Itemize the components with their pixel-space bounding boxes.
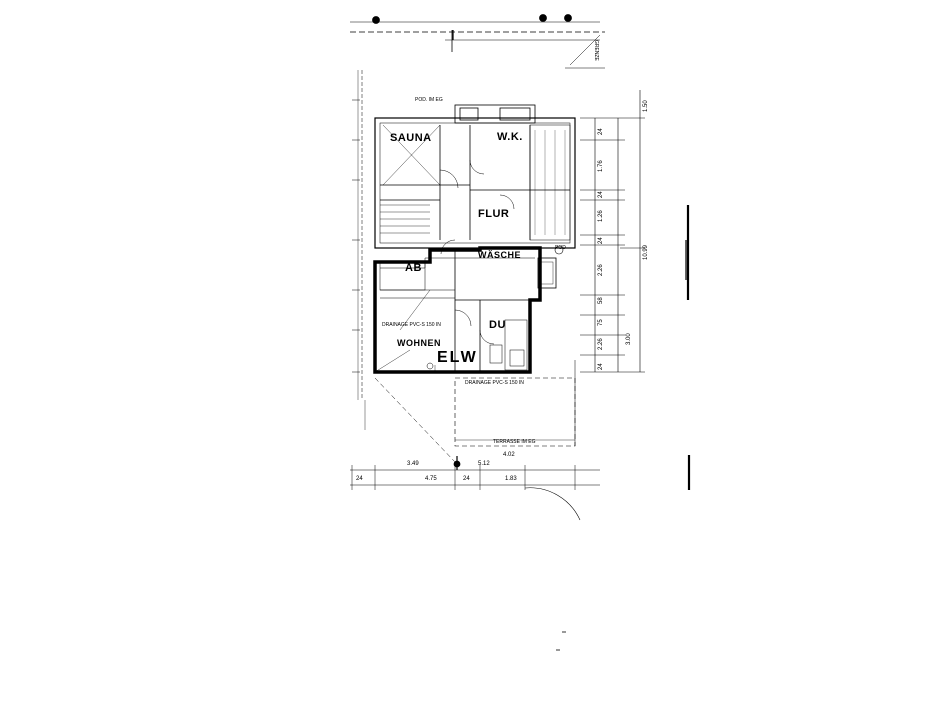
dim-right-8: 75 [598,319,604,326]
dim-overall-1: 1.50 [643,100,649,112]
room-label-ab: AB [405,262,422,274]
dim-right-2: 1.76 [598,160,604,172]
dim-right-6: 2.26 [598,264,604,276]
dim-right-3: 24 [598,191,604,198]
dim-bottom-1: 24 [356,476,363,482]
room-label-du: DU [489,319,506,331]
dim-right-1: 24 [598,128,604,135]
dim-right-10: 24 [598,363,604,370]
room-label-flur: FLUR [478,208,510,220]
dim-right-7: 58 [598,297,604,304]
dim-bottom-7: 4.02 [503,452,515,458]
dim-bottom-2: 4.75 [425,476,437,482]
room-label-elw: ELW [437,349,478,366]
label-terrasse: TERRASSE IM EG [493,439,536,445]
room-label-sauna: SAUNA [390,132,432,144]
label-drainage-top: DRAINAGE PVC-S 150 IN [382,322,441,328]
dim-bottom-6: 5.12 [478,461,490,467]
dim-right-5: 24 [598,237,604,244]
label-drainage-bottom: DRAINAGE PVC-S 150 IN [465,380,524,386]
dim-right-9: 2.26 [598,338,604,350]
room-label-wk: W.K. [497,131,523,143]
label-grenze: GRENZE [593,40,599,61]
room-label-waesche: WÄSCHE [478,250,521,260]
dim-overall-2: 10.99 [643,244,649,260]
dim-overall-3: 3.00 [626,333,632,345]
dim-bottom-5: 3.49 [407,461,419,467]
label-pod: POD [555,245,566,251]
dim-bottom-4: 1.83 [505,476,517,482]
label-pod-top: POD. IM EG [415,97,443,103]
room-label-wohnen: WOHNEN [397,338,441,348]
dim-right-4: 1.26 [598,210,604,222]
dim-bottom-3: 24 [463,476,470,482]
